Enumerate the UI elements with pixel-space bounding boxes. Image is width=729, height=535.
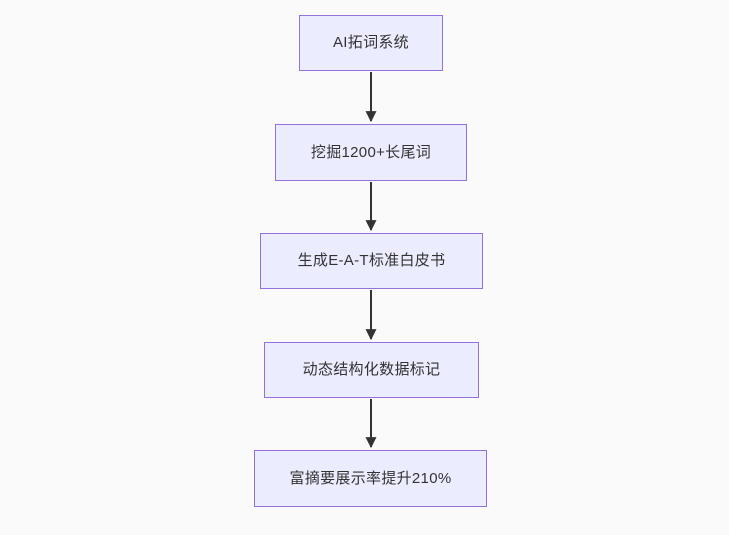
flow-node-structured-data-markup: 动态结构化数据标记 (264, 342, 479, 398)
flow-node-label: 挖掘1200+长尾词 (310, 143, 432, 161)
flow-node-label: 富摘要展示率提升210% (289, 469, 452, 487)
flow-node-longtail-mining: 挖掘1200+长尾词 (275, 124, 467, 181)
flow-node-label: AI拓词系统 (333, 34, 409, 51)
flow-node-label: 生成E-A-T标准白皮书 (297, 252, 446, 269)
flow-node-ai-keyword-system: AI拓词系统 (299, 15, 443, 71)
flow-node-rich-snippet-result: 富摘要展示率提升210% (254, 450, 487, 507)
flow-node-label: 动态结构化数据标记 (302, 361, 441, 378)
flow-node-eat-whitepaper: 生成E-A-T标准白皮书 (260, 233, 483, 289)
